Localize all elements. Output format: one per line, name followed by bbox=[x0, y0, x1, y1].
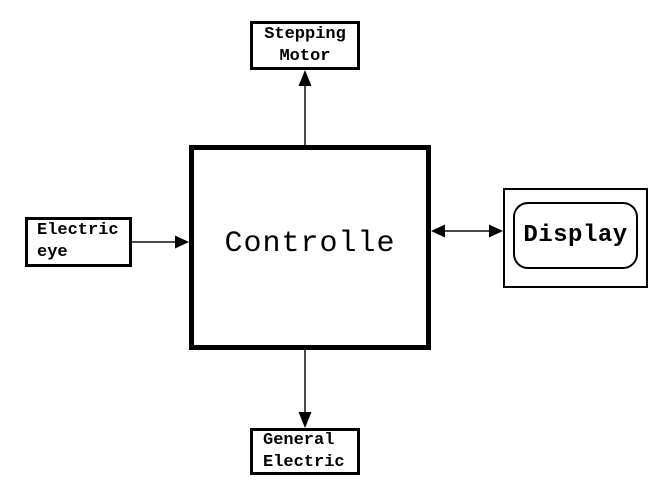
stepping-motor-label-line2: Motor bbox=[279, 46, 331, 66]
general-electric-label-line2: Electric bbox=[263, 452, 345, 472]
general-electric-label-line1: General bbox=[263, 430, 335, 450]
display-box-outer: Display bbox=[503, 188, 648, 288]
display-label: Display bbox=[523, 222, 628, 249]
electric-eye-box: Electric eye bbox=[25, 217, 132, 267]
stepping-motor-box: Stepping Motor bbox=[250, 21, 360, 70]
arrow-controller-display-bidirectional bbox=[431, 224, 503, 238]
electric-eye-label-line2: eye bbox=[37, 243, 68, 262]
electric-eye-label-line1: Electric bbox=[37, 221, 119, 241]
controller-label: Controlle bbox=[224, 226, 396, 261]
stepping-motor-label-line1: Stepping bbox=[264, 24, 346, 44]
arrow-controller-to-general-electric bbox=[298, 350, 312, 428]
arrow-controller-to-stepping-motor bbox=[298, 70, 312, 145]
controller-box: Controlle bbox=[189, 145, 431, 350]
arrow-electric-eye-to-controller bbox=[132, 235, 189, 249]
general-electric-box: General Electric bbox=[250, 428, 360, 475]
display-box-inner: Display bbox=[513, 202, 638, 269]
